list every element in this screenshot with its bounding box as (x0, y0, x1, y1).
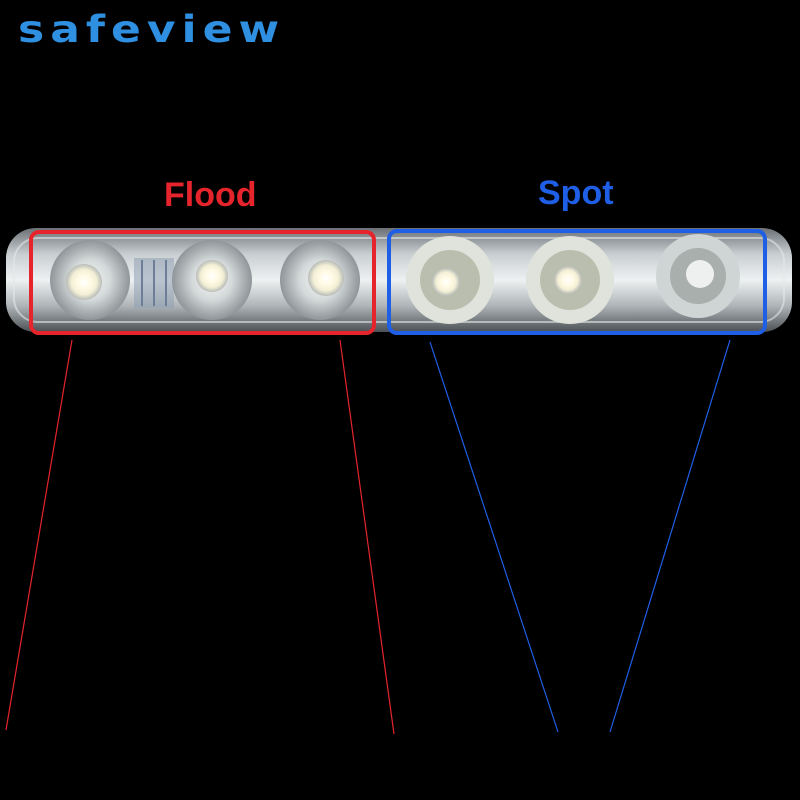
spot-beam-left (429, 341, 559, 733)
flood-beam-right (339, 339, 395, 735)
spot-beam-right (609, 339, 731, 733)
brand-logo: safeview (18, 8, 286, 52)
flood-outline-box (29, 230, 376, 335)
flood-leds (50, 240, 360, 320)
flood-beam-left (5, 339, 73, 731)
spot-outline-box (387, 229, 767, 335)
flood-label: Flood (164, 176, 257, 214)
spot-leds (406, 234, 740, 324)
spot-label: Spot (538, 174, 614, 212)
